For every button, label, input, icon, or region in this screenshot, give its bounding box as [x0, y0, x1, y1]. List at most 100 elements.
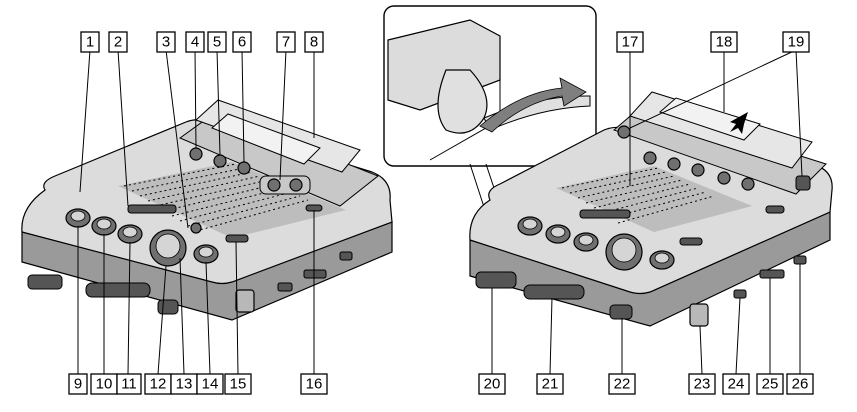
callout-5: 5 — [207, 31, 227, 53]
callout-3: 3 — [156, 31, 176, 53]
callout-14-label: 14 — [202, 376, 219, 393]
left-small-slot — [225, 234, 249, 243]
right-front-switch-22[interactable] — [609, 304, 633, 320]
callout-22-label: 22 — [614, 376, 631, 393]
right-top-button-e[interactable] — [741, 177, 755, 191]
callout-2-label: 2 — [114, 34, 122, 51]
left-device-display — [211, 113, 321, 165]
left-top-button-5[interactable] — [213, 154, 227, 168]
callout-9-label: 9 — [74, 376, 82, 393]
callout-23-label: 23 — [694, 376, 711, 393]
callout-21: 21 — [536, 373, 564, 395]
callout-2: 2 — [108, 31, 128, 53]
callout-18: 18 — [710, 31, 738, 53]
callout-23: 23 — [688, 373, 716, 395]
callout-10: 10 — [90, 373, 118, 395]
left-side-jack-c — [339, 251, 353, 261]
callout-8: 8 — [304, 31, 324, 53]
callout-12: 12 — [144, 373, 172, 395]
right-top-button-a[interactable] — [643, 151, 657, 165]
left-volume-wheel[interactable] — [235, 289, 255, 313]
callout-10-label: 10 — [96, 376, 113, 393]
callout-20-label: 20 — [484, 376, 501, 393]
callout-26: 26 — [786, 373, 814, 395]
left-device — [21, 99, 393, 321]
callout-16-label: 16 — [306, 376, 323, 393]
left-front-window — [85, 282, 151, 298]
right-button-a-cap — [522, 218, 538, 230]
right-insert-arrow-icon — [730, 112, 748, 134]
callout-19-label: 19 — [788, 34, 805, 51]
left-indicator — [190, 222, 202, 234]
callout-7: 7 — [276, 31, 296, 53]
callout-6: 6 — [232, 31, 252, 53]
callout-11-label: 11 — [121, 376, 137, 393]
callout-21-label: 21 — [542, 376, 559, 393]
callout-17-label: 17 — [622, 34, 639, 51]
right-front-window-21 — [523, 284, 585, 300]
right-top-button-19b[interactable] — [795, 175, 811, 191]
right-button-d-cap — [654, 252, 670, 264]
right-small-slot — [679, 237, 703, 246]
right-top-button-19a[interactable] — [617, 125, 631, 139]
right-button-c-cap — [578, 234, 594, 246]
left-button-10-cap — [96, 218, 112, 230]
callout-24: 24 — [722, 373, 750, 395]
right-volume-wheel-23[interactable] — [689, 303, 709, 327]
left-top-button-7b[interactable] — [289, 178, 303, 192]
callout-20: 20 — [478, 373, 506, 395]
left-top-button-4[interactable] — [189, 147, 203, 161]
left-top-button-6[interactable] — [237, 161, 251, 175]
right-front-jack-20 — [475, 271, 517, 289]
callout-4-label: 4 — [191, 34, 199, 51]
right-top-button-b[interactable] — [667, 157, 681, 171]
callout-9: 9 — [68, 373, 88, 395]
callout-14: 14 — [196, 373, 224, 395]
right-side-jack-26 — [793, 255, 807, 265]
left-top-button-7a[interactable] — [267, 178, 281, 192]
callout-6-label: 6 — [238, 34, 246, 51]
callout-12-label: 12 — [150, 376, 167, 393]
left-side-jack-a — [277, 282, 293, 292]
callout-17: 17 — [616, 31, 644, 53]
right-side-switch[interactable] — [765, 205, 785, 214]
left-button-14-cap — [198, 246, 214, 258]
callout-5-label: 5 — [213, 34, 221, 51]
callout-13-label: 13 — [176, 376, 193, 393]
strap-detail-inset — [383, 5, 597, 251]
callout-25: 25 — [756, 373, 784, 395]
callout-16: 16 — [300, 373, 328, 395]
callout-4: 4 — [185, 31, 205, 53]
right-jog-dial-center[interactable] — [611, 237, 637, 263]
left-device-speaker-grill — [118, 162, 346, 238]
callout-24-label: 24 — [728, 376, 745, 393]
callout-15: 15 — [224, 373, 252, 395]
left-mic-slot — [127, 204, 177, 214]
right-button-b-cap — [550, 226, 566, 238]
left-jog-dial-center[interactable] — [155, 233, 181, 259]
callout-22: 22 — [608, 373, 636, 395]
callout-13: 13 — [170, 373, 198, 395]
callout-1: 1 — [80, 31, 100, 53]
leader-lines — [77, 49, 803, 375]
callout-26-label: 26 — [792, 376, 809, 393]
callout-25-label: 25 — [762, 376, 779, 393]
right-side-jack-24 — [733, 289, 747, 299]
right-side-jack-25 — [759, 269, 785, 279]
right-device-speaker-grill — [556, 166, 752, 232]
left-side-jack-b — [303, 269, 327, 279]
callout-1-label: 1 — [86, 34, 94, 51]
callout-19: 19 — [782, 31, 810, 53]
right-front-buttons — [517, 216, 675, 271]
callout-8-label: 8 — [310, 34, 318, 51]
callout-3-label: 3 — [162, 34, 170, 51]
right-top-button-c[interactable] — [691, 163, 705, 177]
callout-11: 11 — [116, 373, 142, 395]
inset-direction-arrow-icon — [479, 77, 587, 133]
right-mic-slot — [579, 209, 631, 219]
left-button-9-cap — [70, 210, 86, 222]
right-top-button-d[interactable] — [717, 171, 731, 185]
callout-7-label: 7 — [282, 34, 290, 51]
left-front-switch[interactable] — [157, 299, 179, 315]
